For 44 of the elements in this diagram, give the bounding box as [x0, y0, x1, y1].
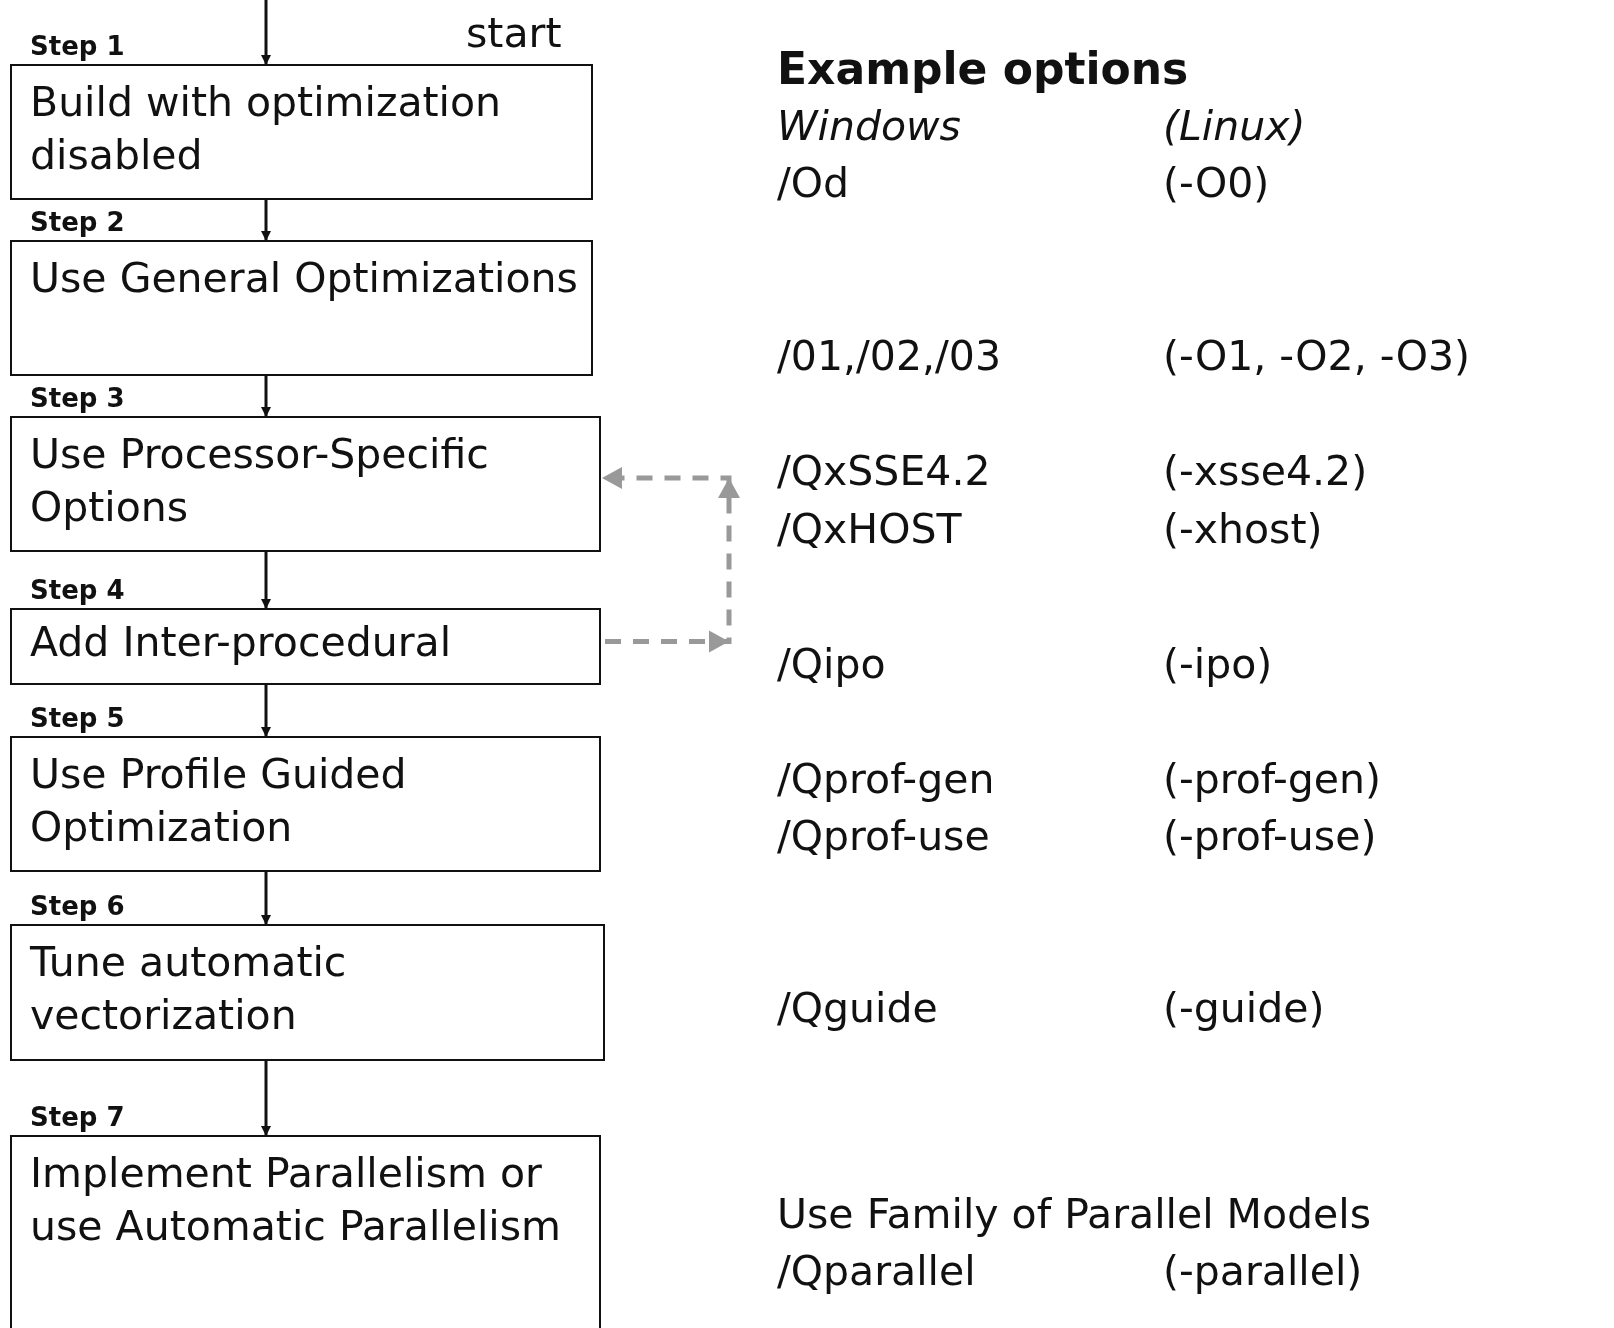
option-text: /01,/02,/03: [777, 331, 1002, 381]
column-heading: Windows: [777, 101, 961, 151]
step-text: Build with optimization disabled: [30, 77, 503, 181]
step-text: Implement Parallelism or use Automatic Parallelism: [30, 1148, 562, 1252]
process-box: [10, 736, 601, 872]
step-text: Tune automatic vectorization: [30, 937, 348, 1041]
option-text: /Qprof-gen: [777, 754, 995, 804]
step-label: Step 6: [30, 891, 125, 921]
step-text: Use Processor-Specific Options: [30, 429, 490, 533]
process-box: [10, 64, 593, 200]
option-text: /Qparallel: [777, 1246, 976, 1296]
start-label: start: [466, 8, 562, 58]
step-label: Step 5: [30, 703, 125, 733]
option-text: (-xhost): [1163, 504, 1323, 554]
step-text: Add Inter-procedural: [30, 617, 452, 668]
process-box: [10, 924, 605, 1061]
option-text: (-prof-use): [1163, 811, 1377, 861]
option-text: (-guide): [1163, 983, 1325, 1033]
note-text: Use Family of Parallel Models: [777, 1189, 1372, 1239]
step-label: Step 7: [30, 1102, 125, 1132]
option-text: (-ipo): [1163, 639, 1273, 689]
step-label: Step 4: [30, 575, 125, 605]
step-label: Step 3: [30, 383, 125, 413]
option-text: /Od: [777, 158, 850, 208]
option-text: /Qipo: [777, 639, 886, 689]
option-text: (-O1, -O2, -O3): [1163, 331, 1470, 381]
option-text: (-prof-gen): [1163, 754, 1382, 804]
option-text: (-parallel): [1163, 1246, 1363, 1296]
process-box: [10, 1135, 601, 1328]
option-text: (-O0): [1163, 158, 1270, 208]
option-text: /QxSSE4.2: [777, 446, 991, 496]
option-text: /Qprof-use: [777, 811, 990, 861]
process-box: [10, 416, 601, 552]
step-label: Step 1: [30, 31, 125, 61]
heading: Example options: [777, 44, 1189, 94]
step-text: Use Profile Guided Optimization: [30, 749, 408, 853]
step-text: Use General Optimizations: [30, 253, 578, 304]
option-text: /Qguide: [777, 983, 938, 1033]
column-heading: (Linux): [1163, 101, 1306, 151]
option-text: /QxHOST: [777, 504, 962, 554]
step-label: Step 2: [30, 207, 125, 237]
option-text: (-xsse4.2): [1163, 446, 1368, 496]
process-box: [10, 240, 593, 376]
process-box: [10, 608, 601, 685]
